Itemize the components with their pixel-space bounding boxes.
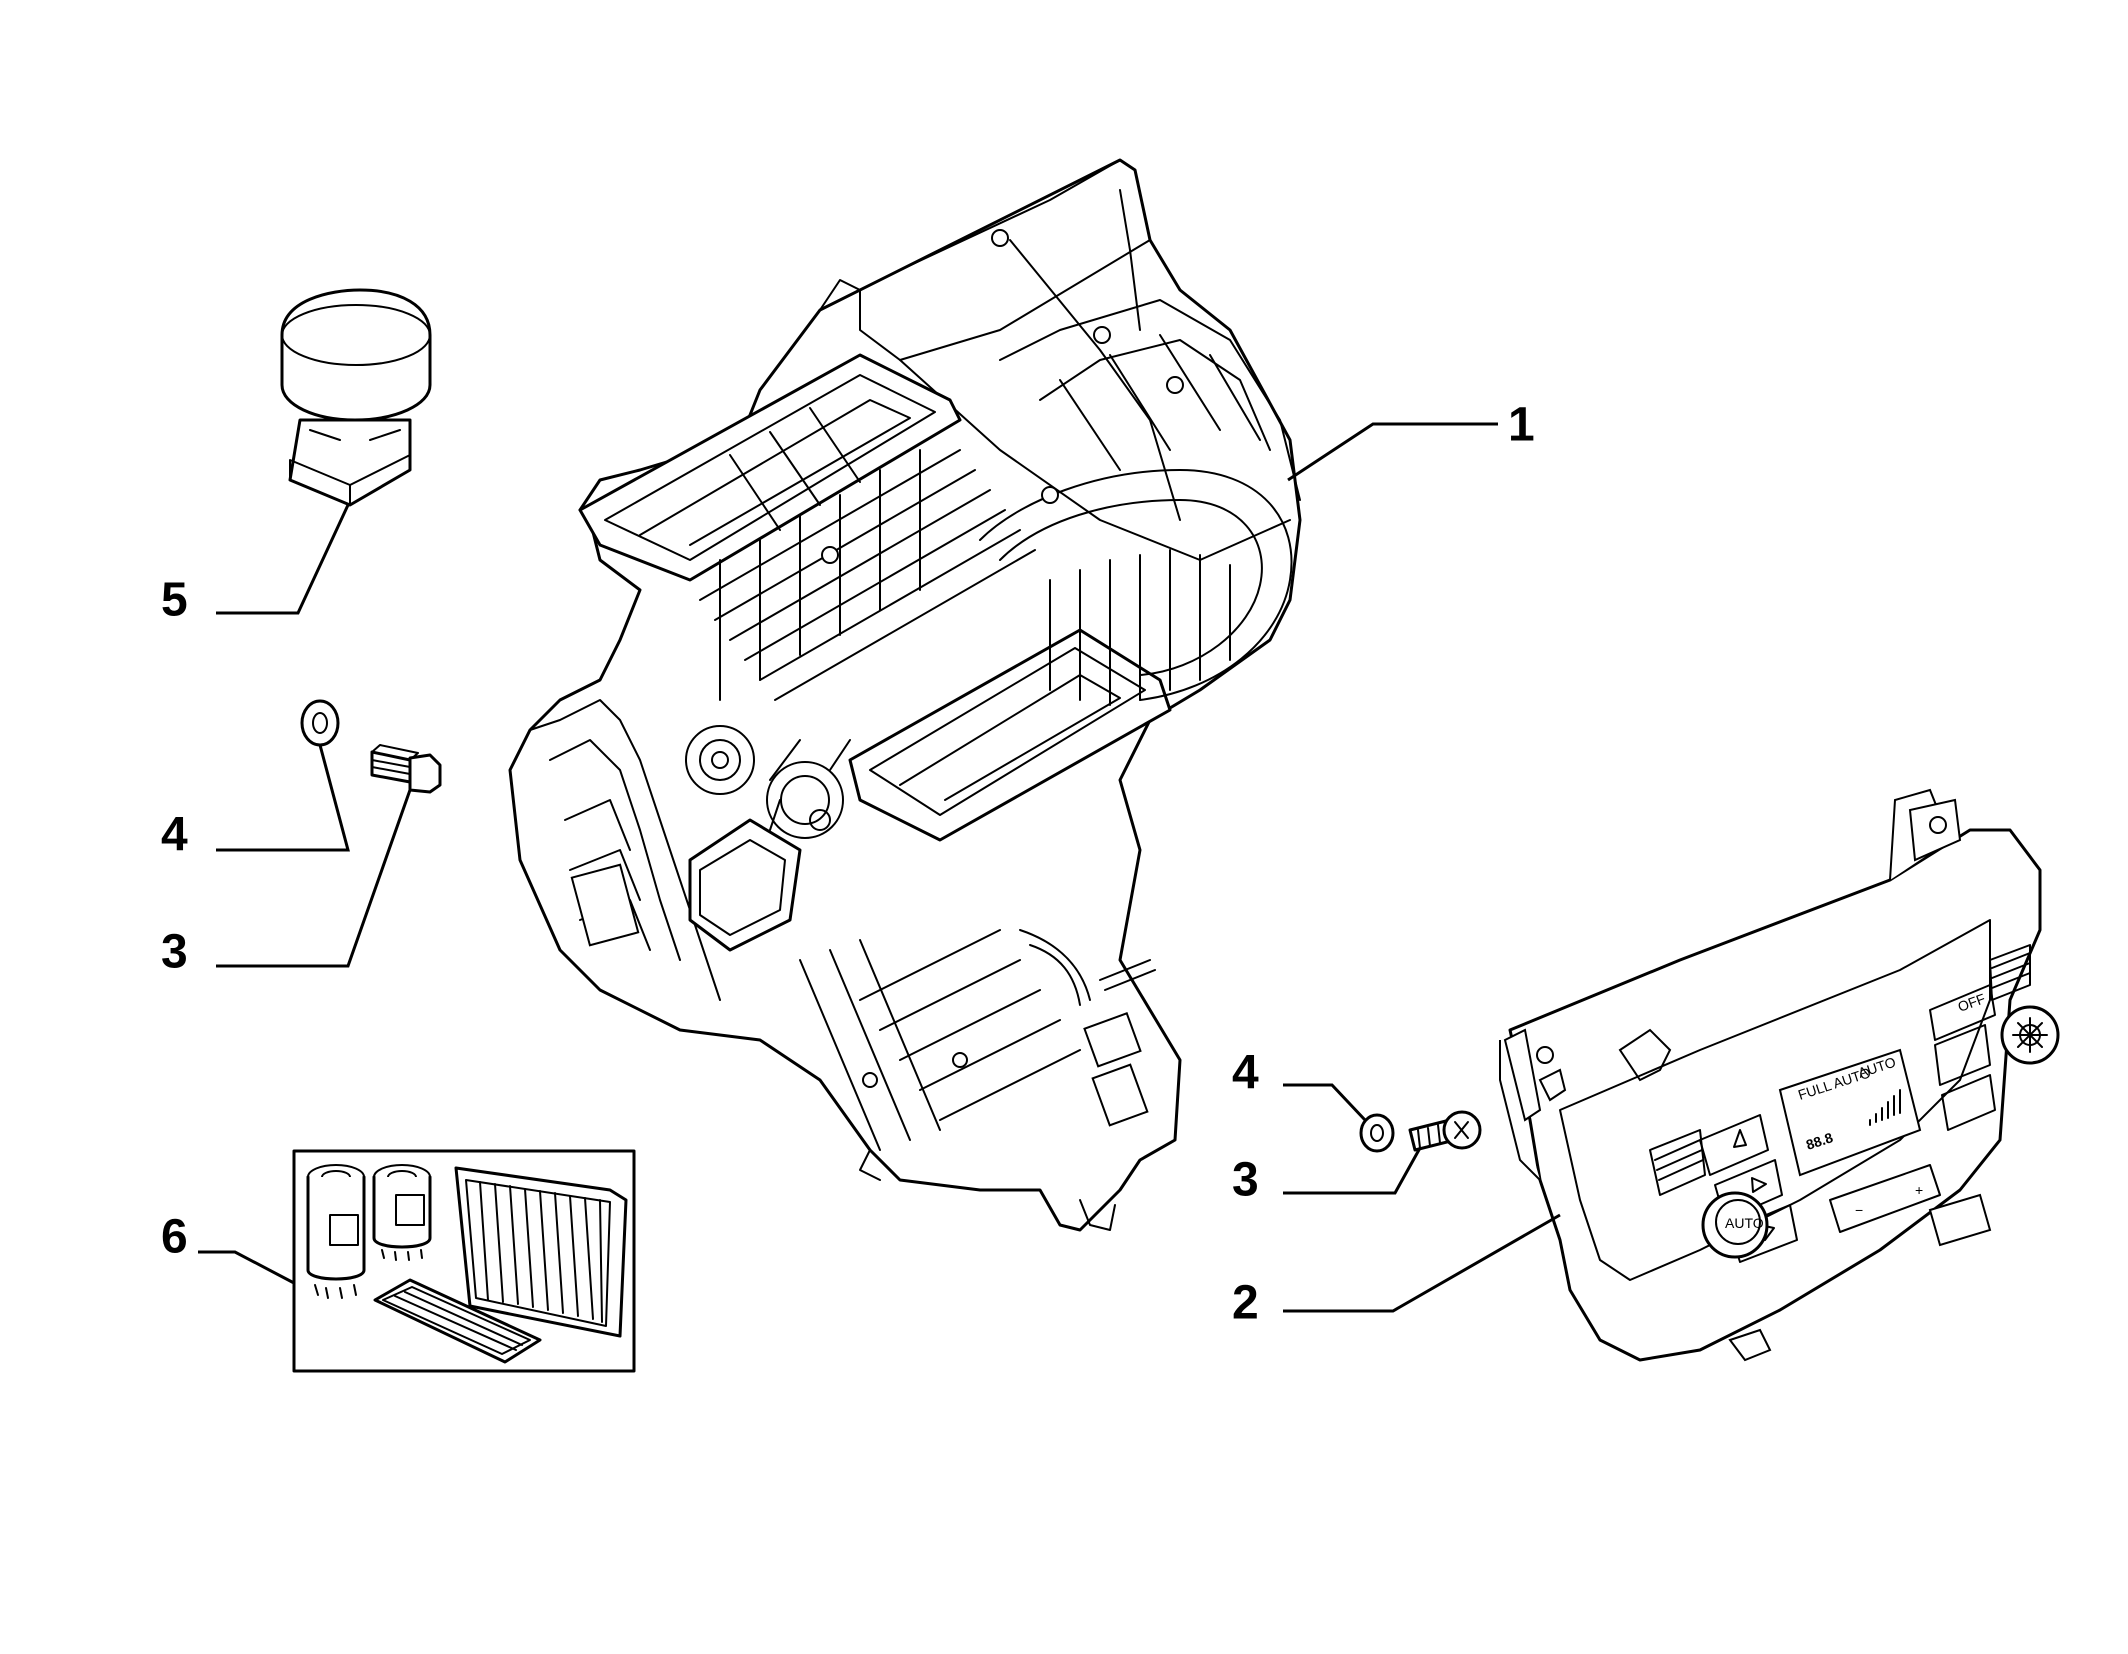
auto-knob	[1701, 1191, 1769, 1259]
callout-4-right: 4	[1232, 1047, 1259, 1100]
washer-left	[300, 699, 340, 747]
sensor-part	[280, 288, 432, 507]
bolt-right	[1408, 1110, 1482, 1152]
bolt-left	[370, 744, 442, 794]
climate-control-panel: FULL AUTO AUTO 88.8 AUTO − + OFF	[1499, 788, 2060, 1362]
leader-5	[216, 504, 350, 615]
svg-text:−: −	[1855, 1202, 1863, 1218]
leader-3b	[1283, 1147, 1422, 1195]
callout-3-left: 3	[161, 926, 188, 979]
callout-numbers: 1 2 3 4 3 4 5 6	[161, 399, 1535, 1330]
leader-lines	[198, 422, 1561, 1313]
filter-kit	[292, 1149, 636, 1373]
knob-label: AUTO	[1725, 1215, 1764, 1231]
fan-level-bars	[1869, 1089, 1901, 1126]
callout-1: 1	[1508, 399, 1535, 452]
callout-3-right: 3	[1232, 1154, 1259, 1207]
washer-right	[1359, 1113, 1395, 1153]
hvac-housing-assembly	[508, 158, 1302, 1232]
callout-2: 2	[1232, 1277, 1259, 1330]
svg-text:+: +	[1915, 1182, 1923, 1198]
callout-4-left: 4	[161, 809, 188, 862]
callout-6: 6	[161, 1211, 188, 1264]
leader-2	[1283, 1213, 1561, 1313]
callout-5: 5	[161, 574, 188, 627]
leader-6	[198, 1250, 295, 1285]
leader-4b	[1283, 1083, 1367, 1122]
leader-1	[1287, 422, 1498, 482]
leader-3a	[216, 789, 412, 968]
leader-4a	[216, 744, 350, 852]
